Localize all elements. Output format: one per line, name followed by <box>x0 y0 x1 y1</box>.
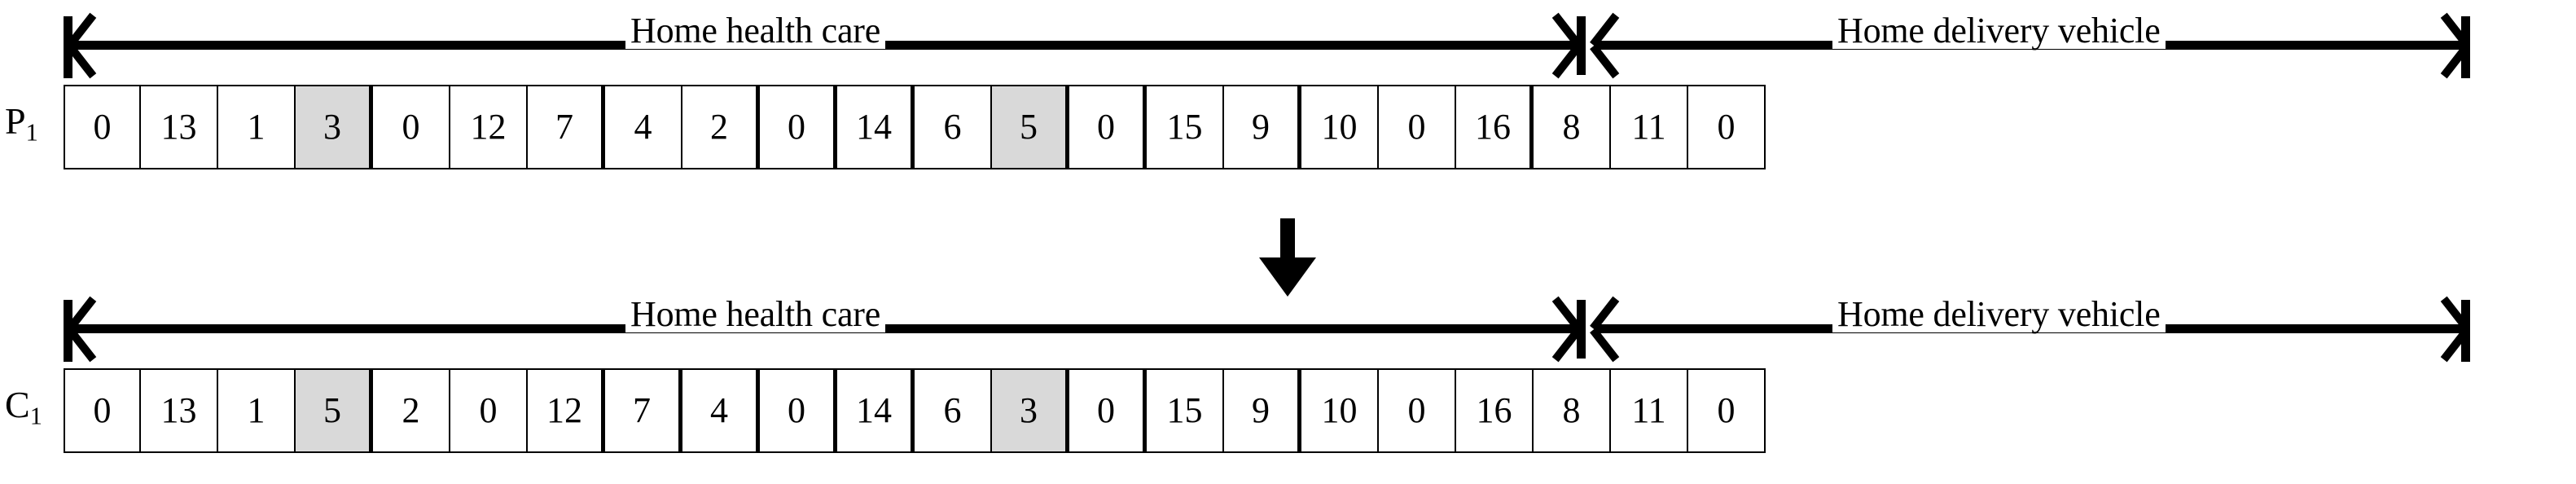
gene-cell[interactable]: 7 <box>528 85 605 169</box>
gene-cell[interactable]: 8 <box>1534 368 1611 453</box>
gene-cell[interactable]: 3 <box>296 85 373 169</box>
gene-cell[interactable]: 0 <box>760 368 837 453</box>
gene-cell[interactable]: 0 <box>1688 85 1766 169</box>
gene-cell[interactable]: 0 <box>1379 368 1456 453</box>
gene-cell[interactable]: 13 <box>141 368 218 453</box>
gene-cell[interactable]: 7 <box>605 368 682 453</box>
gene-cell[interactable]: 4 <box>605 85 682 169</box>
gene-cell[interactable]: 12 <box>450 85 528 169</box>
section-divider-tick-p1 <box>1577 16 1586 75</box>
gene-cell[interactable]: 0 <box>1688 368 1766 453</box>
span-right-endcap-icon <box>2461 16 2470 78</box>
gene-cell[interactable]: 9 <box>1224 85 1301 169</box>
row-label-main: P <box>5 100 26 142</box>
row-label-p1: P1 <box>5 103 38 145</box>
gene-cell[interactable]: 5 <box>296 368 373 453</box>
gene-cell[interactable]: 16 <box>1456 368 1534 453</box>
gene-cell[interactable]: 11 <box>1611 85 1688 169</box>
gene-cell[interactable]: 6 <box>915 368 992 453</box>
row-label-main: C <box>5 384 30 425</box>
gene-cell[interactable]: 10 <box>1301 85 1379 169</box>
gene-cell[interactable]: 10 <box>1301 368 1379 453</box>
gene-cell[interactable]: 0 <box>450 368 528 453</box>
gene-cell[interactable]: 1 <box>218 85 296 169</box>
gene-cell[interactable]: 0 <box>373 85 450 169</box>
gene-cell[interactable]: 1 <box>218 368 296 453</box>
span-home-health-care-c1: Home health care <box>64 288 1582 363</box>
gene-cell[interactable]: 14 <box>837 368 915 453</box>
gene-cell[interactable]: 9 <box>1224 368 1301 453</box>
span-home-delivery-vehicle-p1: Home delivery vehicle <box>1588 5 2470 79</box>
transform-down-arrow-icon <box>1244 218 1331 301</box>
span-label-home-delivery-vehicle: Home delivery vehicle <box>1832 297 2166 332</box>
span-label-home-health-care: Home health care <box>625 13 886 49</box>
span-label-home-health-care: Home health care <box>625 297 886 332</box>
span-label-home-delivery-vehicle: Home delivery vehicle <box>1832 13 2166 49</box>
span-home-health-care-p1: Home health care <box>64 5 1582 79</box>
gene-cell[interactable]: 2 <box>682 85 760 169</box>
gene-cell[interactable]: 4 <box>682 368 760 453</box>
gene-cell[interactable]: 14 <box>837 85 915 169</box>
gene-cell[interactable]: 0 <box>64 368 141 453</box>
row-label-subscript: 1 <box>29 402 42 430</box>
gene-cell[interactable]: 3 <box>992 368 1069 453</box>
span-right-endcap-icon <box>2461 300 2470 362</box>
gene-cell[interactable]: 11 <box>1611 368 1688 453</box>
gene-cell[interactable]: 0 <box>1069 368 1147 453</box>
section-divider-tick-c1 <box>1577 300 1586 359</box>
gene-cell[interactable]: 0 <box>760 85 837 169</box>
gene-cell[interactable]: 5 <box>992 85 1069 169</box>
gene-cell[interactable]: 13 <box>141 85 218 169</box>
row-label-subscript: 1 <box>25 118 38 147</box>
row-label-c1: C1 <box>5 386 42 429</box>
gene-cell[interactable]: 2 <box>373 368 450 453</box>
gene-cell[interactable]: 8 <box>1534 85 1611 169</box>
gene-cell[interactable]: 16 <box>1456 85 1534 169</box>
gene-cell[interactable]: 15 <box>1147 85 1224 169</box>
span-home-delivery-vehicle-c1: Home delivery vehicle <box>1588 288 2470 363</box>
gene-cell[interactable]: 12 <box>528 368 605 453</box>
gene-cell[interactable]: 0 <box>1379 85 1456 169</box>
gene-cell[interactable]: 15 <box>1147 368 1224 453</box>
gene-cell[interactable]: 6 <box>915 85 992 169</box>
gene-cell[interactable]: 0 <box>64 85 141 169</box>
gene-cell[interactable]: 0 <box>1069 85 1147 169</box>
